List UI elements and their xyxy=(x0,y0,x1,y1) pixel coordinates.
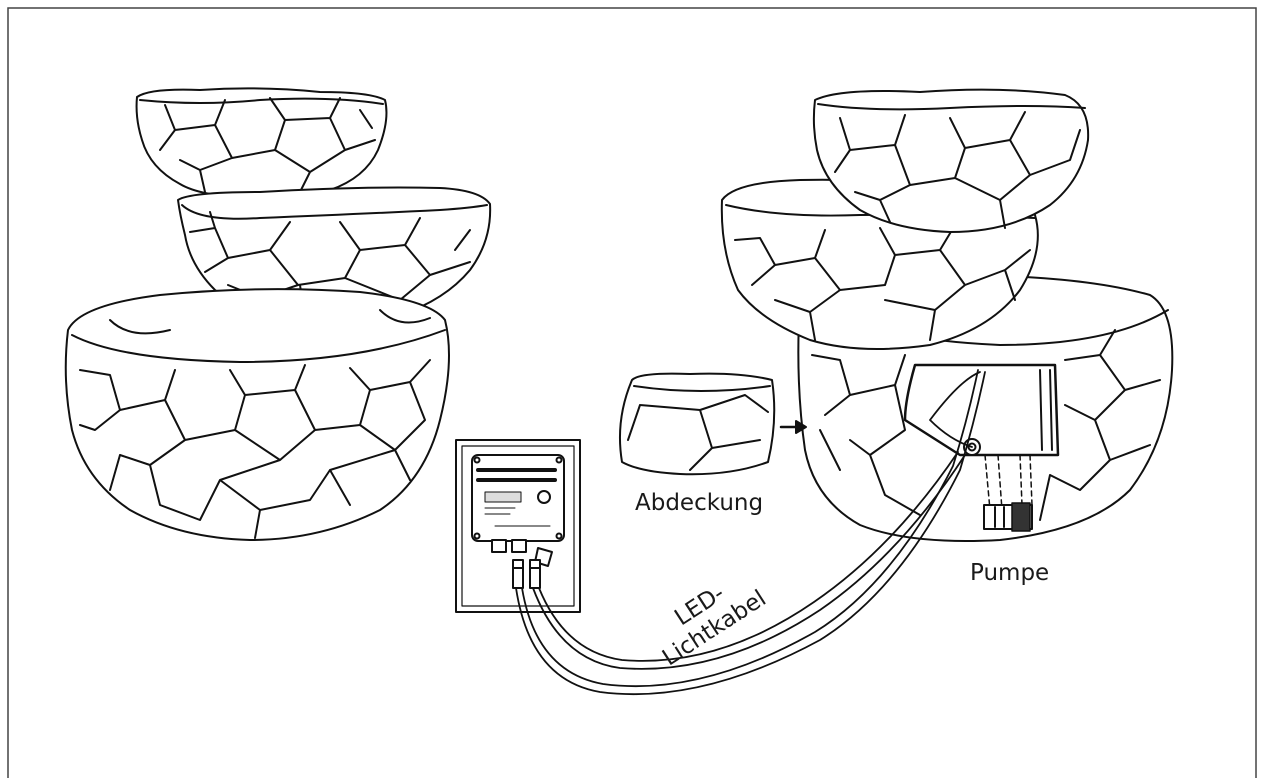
diagram-border xyxy=(7,7,1257,778)
left-bottom-bowl xyxy=(64,288,450,541)
led-cable xyxy=(515,369,986,696)
pump-label: Pumpe xyxy=(970,560,1050,586)
right-fountain xyxy=(720,88,1174,542)
cover-label: Abdeckung xyxy=(635,490,764,516)
arrow-right-icon xyxy=(779,420,807,434)
right-top-bowl xyxy=(812,88,1090,233)
left-fountain xyxy=(64,87,492,541)
left-top-bowl xyxy=(135,87,388,200)
cover-piece xyxy=(618,372,776,476)
transformer-box xyxy=(455,439,581,613)
pump-icon xyxy=(983,502,1033,532)
